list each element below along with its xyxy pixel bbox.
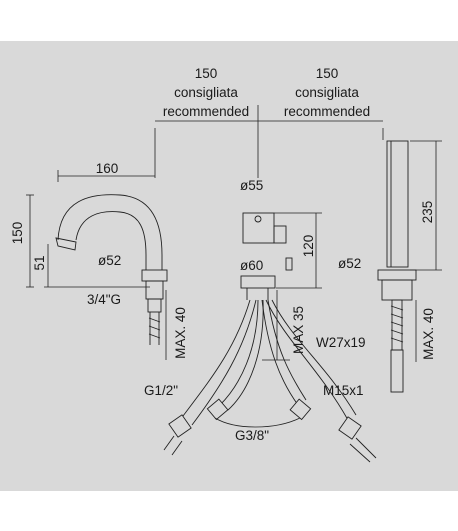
shower-thread-label: W27x19	[316, 335, 366, 350]
dimension-labels: 150 consigliata recommended 150 consigli…	[10, 66, 436, 443]
hose-left-thread-label: G1/2"	[144, 383, 178, 398]
left-spacing-value: 150	[195, 66, 218, 81]
hose-bottom-thread-label: G3/8"	[235, 428, 269, 443]
shower-diameter-label: ø52	[338, 256, 361, 271]
left-spacing-en: recommended	[163, 104, 249, 119]
spout-diameter-label: ø52	[98, 253, 121, 268]
hoses	[163, 299, 377, 463]
spout-clearance-label: 51	[32, 255, 47, 270]
spout-height-label: 150	[10, 222, 25, 245]
spout-thread-label: 3/4"G	[87, 292, 121, 307]
mixer-max-label: MAX 35	[291, 306, 306, 354]
right-spacing-it: consigliata	[295, 85, 359, 100]
mixer-base-diameter-label: ø60	[240, 258, 263, 273]
spacing-dimensions	[154, 105, 384, 178]
spout-reach-label: 160	[96, 161, 119, 176]
shower-max-label: MAX. 40	[421, 308, 436, 360]
mixer-drawing	[240, 212, 322, 361]
spout-max-label: MAX. 40	[173, 307, 188, 359]
mixer-top-diameter-label: ø55	[240, 178, 263, 193]
right-spacing-value: 150	[316, 66, 339, 81]
shower-height-label: 235	[420, 201, 435, 224]
mixer-height-label: 120	[301, 235, 316, 258]
shower-drawing	[377, 140, 442, 393]
spout-drawing	[26, 170, 168, 360]
diagram-background	[0, 41, 458, 491]
left-spacing-it: consigliata	[174, 85, 238, 100]
right-spacing-en: recommended	[284, 104, 370, 119]
hose-right-thread-label: M15x1	[323, 383, 364, 398]
